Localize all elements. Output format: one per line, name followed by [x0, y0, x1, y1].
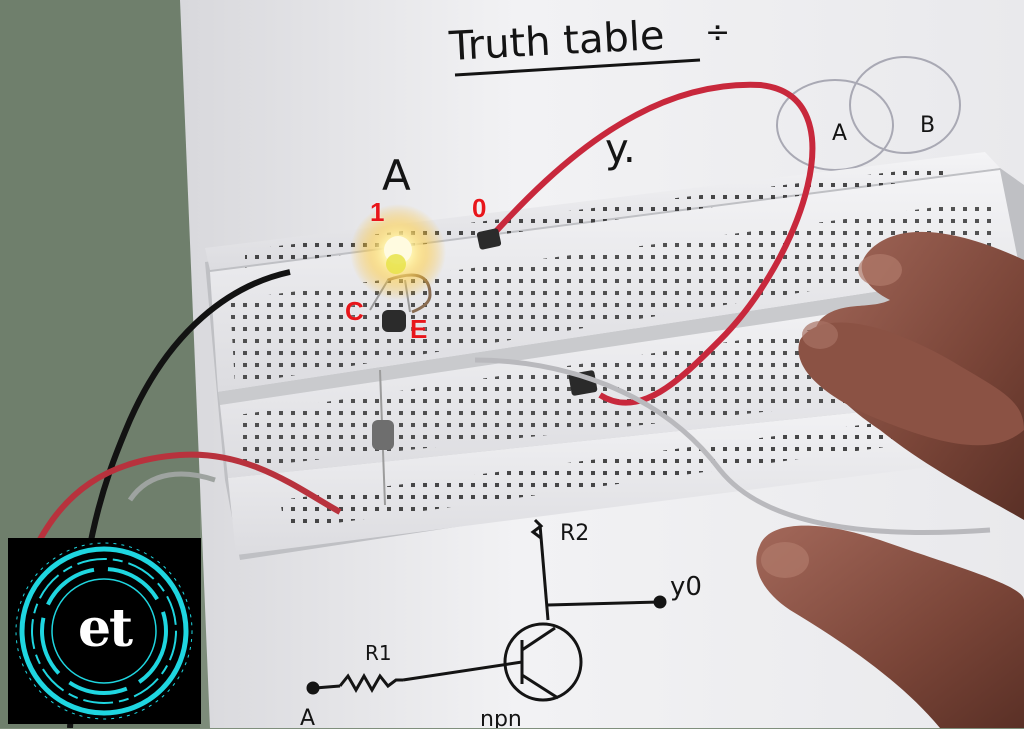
- schematic-output-label: y0: [670, 572, 702, 602]
- grey-wire: [474, 357, 991, 535]
- overlay-label-input-one: 1: [370, 197, 385, 227]
- schematic-transistor-type: npn: [480, 707, 522, 728]
- corner-circle-b: B: [920, 113, 935, 138]
- corner-circles: A B: [776, 56, 961, 171]
- channel-logo: et: [8, 538, 201, 724]
- corner-circle-a: A: [832, 121, 847, 146]
- schematic-input-label: A: [300, 706, 315, 728]
- logo-text: et: [77, 597, 133, 659]
- circuit-schematic: [306, 518, 667, 702]
- handwritten-heading: Truth table ÷: [447, 13, 730, 70]
- hand: [756, 231, 1024, 728]
- heading-text: Truth table: [447, 13, 666, 70]
- red-jumper-wire: [487, 81, 816, 406]
- overlay-label-collector: C: [345, 296, 364, 326]
- red-supply-wire: [27, 451, 342, 562]
- column-a-label: A: [382, 151, 411, 200]
- schematic-r1-label: R1: [365, 641, 392, 665]
- overlay-label-emitter: E: [410, 314, 428, 344]
- logo-rings: [15, 542, 193, 720]
- resistor-component: [372, 369, 394, 506]
- overlay-label-output-zero: 0: [472, 193, 487, 223]
- heading-colon: ÷: [705, 15, 730, 50]
- schematic-r2-label: R2: [560, 521, 589, 546]
- led-light: [350, 204, 446, 300]
